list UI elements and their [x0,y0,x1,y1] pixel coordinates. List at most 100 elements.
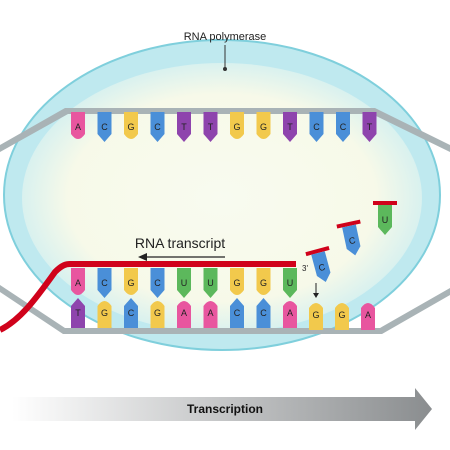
template-nucleotide-shape [256,112,271,139]
incoming-nucleotide-group: C [305,246,331,282]
unpaired-nucleotide-letter: G [338,310,345,320]
template-nucleotide-letter: G [260,122,267,132]
dna-paired-nucleotide: C [230,298,244,328]
rna-nucleotide-shape [230,268,244,295]
template-nucleotide-shape [97,112,112,142]
unpaired-nucleotide: G [309,303,323,330]
transcription-arrow [12,388,432,430]
incoming-nucleotide-letter: C [348,235,357,246]
dna-paired-nucleotide: G [150,301,165,328]
three-prime-label: 3' [302,264,308,273]
incoming-phosphate-cap [305,246,330,257]
rna-nucleotide-shape [256,268,271,295]
dna-paired-nucleotide: A [283,301,297,328]
rna-nucleotide: G [230,268,244,295]
rna-nucleotide-letter: C [154,278,161,288]
dna-paired-nucleotide-shape [124,298,138,328]
dna-paired-nucleotide-shape [177,301,191,328]
template-nucleotide: T [283,112,297,142]
incoming-arrow-head [313,293,319,298]
template-nucleotide-letter: G [127,122,134,132]
template-nucleotide: C [97,112,112,142]
dna-paired-nucleotide-shape [256,298,271,328]
incoming-nucleotides: C C U [305,201,397,298]
unpaired-nucleotide: G [335,303,349,330]
incoming-phosphate-cap [373,201,397,205]
template-nucleotide-letter: T [287,122,293,132]
dna-paired-nucleotide: T [71,298,85,328]
rna-nucleotide-shape [203,268,218,298]
template-nucleotide-letter: T [208,122,214,132]
template-nucleotide-shape [336,112,350,142]
template-nucleotide: A [71,112,85,139]
dna-paired-nucleotide: C [256,298,271,328]
incoming-nucleotide-group: C [336,219,361,256]
rna-nucleotide-letter: A [75,278,81,288]
rna-transcript-strand [0,261,296,333]
rna-nucleotide-shape [97,268,112,298]
rna-nucleotide: U [203,268,218,298]
template-nucleotide-letter: T [367,122,373,132]
incoming-nucleotide-shape [342,224,361,256]
dna-paired-nucleotide-letter: C [234,308,241,318]
dna-paired-nucleotide-shape [230,298,244,328]
rna-nucleotide: C [97,268,112,298]
transcription-label: Transcription [187,402,263,416]
dna-paired-nucleotide: G [97,301,112,328]
template-nucleotide-letter: G [233,122,240,132]
polymerase-pointer-dot [223,67,227,71]
rna-nucleotide-shape [283,268,297,298]
template-nucleotide-shape [362,112,377,142]
dna-paired-nucleotide-letter: C [128,308,135,318]
template-nucleotide-letter: C [101,122,108,132]
dna-paired-nucleotide: A [177,301,191,328]
template-nucleotide-shape [309,112,324,142]
template-nucleotide: C [150,112,165,142]
template-nucleotide-shape [203,112,218,142]
rna-transcript-label: RNA transcript [135,235,225,251]
template-nucleotide-shape [124,112,138,139]
rna-nucleotide-shape [177,268,191,298]
dna-paired-nucleotide-letter: A [287,308,293,318]
dna-paired-nucleotide: C [124,298,138,328]
rna-nucleotide-letter: G [233,278,240,288]
template-nucleotide-shape [230,112,244,139]
dna-paired-nucleotide: A [203,301,218,328]
rna-nucleotide: G [124,268,138,295]
unpaired-nucleotide-letter: A [365,310,371,320]
rna-nucleotide-letter: U [287,278,294,288]
rna-nucleotide: C [150,268,165,298]
incoming-nucleotide: C [342,224,361,256]
rna-polymerase-label: RNA polymerase [184,31,267,43]
template-nucleotide-shape [71,112,85,139]
unpaired-nucleotide-shape [309,303,323,330]
template-nucleotide: G [124,112,138,139]
template-nucleotide: G [230,112,244,139]
template-nucleotide-letter: C [154,122,161,132]
transcript-arrow-head [138,253,147,261]
rna-nucleotide-letter: C [101,278,108,288]
dna-paired-nucleotide-shape [150,301,165,328]
template-nucleotide-letter: A [75,122,81,132]
rna-nucleotide-letter: G [127,278,134,288]
template-nucleotide: T [177,112,191,142]
template-nucleotide: C [309,112,324,142]
dna-paired-nucleotide-shape [203,301,218,328]
incoming-nucleotide: U [378,205,392,235]
rna-nucleotide-letter: G [260,278,267,288]
rna-nucleotide-letter: U [207,278,214,288]
template-nucleotide: T [203,112,218,142]
dna-paired-nucleotide-letter: A [181,308,187,318]
template-nucleotide-shape [177,112,191,142]
template-nucleotide-letter: T [181,122,187,132]
incoming-nucleotide: C [311,251,331,282]
template-nucleotide: C [336,112,350,142]
rna-nucleotide-letter: U [181,278,188,288]
rna-nucleotide: U [283,268,297,298]
dna-paired-nucleotide-shape [71,298,85,328]
incoming-nucleotide-group: U [373,201,397,235]
incoming-nucleotide-shape [311,251,331,282]
